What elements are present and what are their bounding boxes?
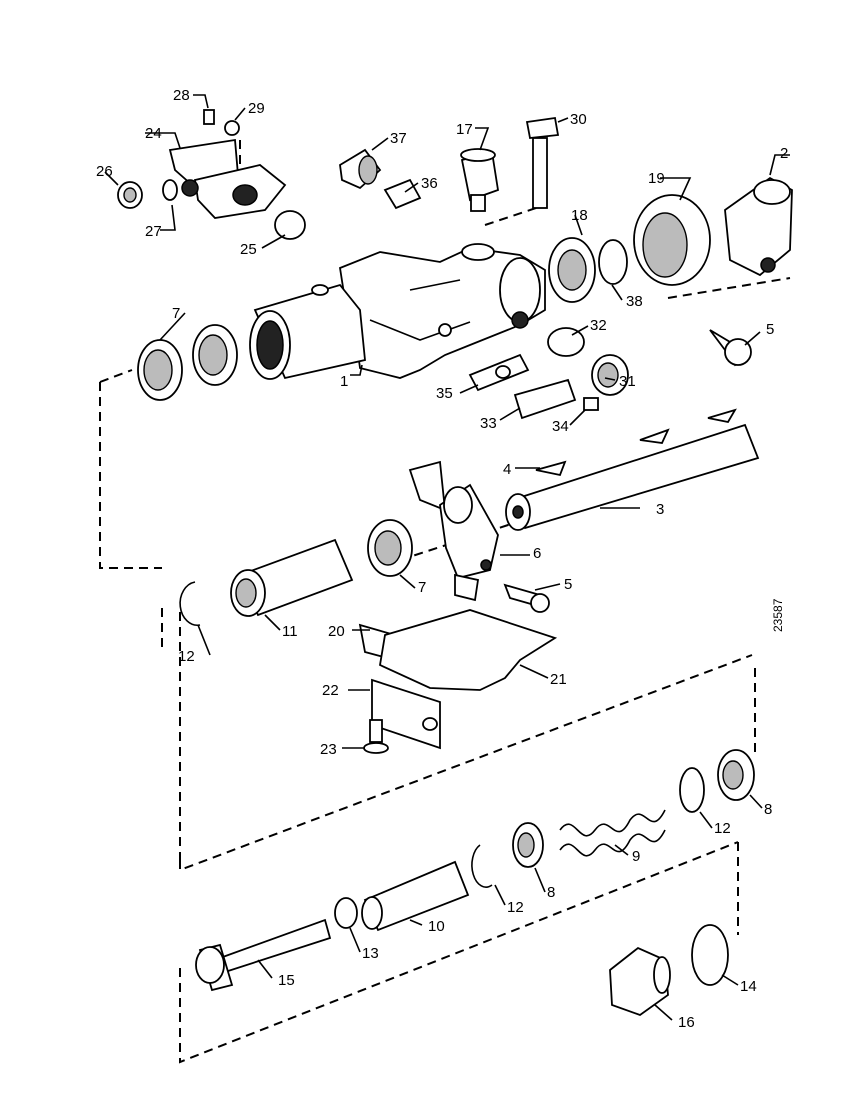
callout-35: 35 xyxy=(436,385,453,402)
callout-8a: 8 xyxy=(764,801,772,818)
callout-17: 17 xyxy=(456,121,473,138)
callout-29: 29 xyxy=(248,100,265,117)
callout-24: 24 xyxy=(145,125,162,142)
side-cover-parts xyxy=(468,327,629,420)
callout-3: 3 xyxy=(656,501,664,518)
callout-38: 38 xyxy=(626,293,643,310)
callout-33: 33 xyxy=(480,415,497,432)
callout-9: 9 xyxy=(632,848,640,865)
shaft-assembly xyxy=(408,408,760,602)
callout-30: 30 xyxy=(570,111,587,128)
callout-14: 14 xyxy=(740,978,757,995)
callout-16: 16 xyxy=(678,1014,695,1031)
callout-4: 4 xyxy=(503,461,511,478)
callout-23: 23 xyxy=(320,741,337,758)
plug-group xyxy=(609,924,729,1017)
callout-31: 31 xyxy=(619,373,636,390)
callout-1: 1 xyxy=(340,373,348,390)
callout-2: 2 xyxy=(780,145,788,162)
callout-7b: 7 xyxy=(418,579,426,596)
reference-number: 23587 xyxy=(771,598,785,632)
callout-21: 21 xyxy=(550,671,567,688)
callout-13: 13 xyxy=(362,945,379,962)
callout-labels: 1 2 3 4 5 5 6 7 7 8 8 9 10 11 12 12 12 1… xyxy=(96,87,788,1031)
callout-36: 36 xyxy=(421,175,438,192)
callout-37: 37 xyxy=(390,130,407,147)
callout-19: 19 xyxy=(648,170,665,187)
plate-parts xyxy=(358,609,558,754)
callout-5a: 5 xyxy=(766,321,774,338)
callout-26: 26 xyxy=(96,163,113,180)
callout-20: 20 xyxy=(328,623,345,640)
bearing-part-7-left xyxy=(137,324,238,401)
callout-7a: 7 xyxy=(172,305,180,322)
callout-6: 6 xyxy=(533,545,541,562)
bolt-group xyxy=(195,860,470,992)
callout-22: 22 xyxy=(322,682,339,699)
callout-28: 28 xyxy=(173,87,190,104)
callout-15: 15 xyxy=(278,972,295,989)
callout-34: 34 xyxy=(552,418,569,435)
upper-left-assembly xyxy=(117,109,306,240)
callout-32: 32 xyxy=(590,317,607,334)
upper-right-parts xyxy=(548,176,793,367)
spring-group xyxy=(471,749,755,888)
callout-25: 25 xyxy=(240,241,257,258)
housing-part-1 xyxy=(249,243,546,380)
callout-11: 11 xyxy=(282,623,298,640)
callout-12a: 12 xyxy=(178,648,195,665)
callout-8b: 8 xyxy=(547,884,555,901)
callout-12c: 12 xyxy=(507,899,524,916)
callout-18: 18 xyxy=(571,207,588,224)
callout-10: 10 xyxy=(428,918,445,935)
callout-27: 27 xyxy=(145,223,162,240)
upper-center-parts xyxy=(339,116,560,212)
leader-lines xyxy=(104,94,790,1021)
middle-sleeve-parts xyxy=(179,519,550,627)
callout-5b: 5 xyxy=(564,576,572,593)
callout-12b: 12 xyxy=(714,820,731,837)
